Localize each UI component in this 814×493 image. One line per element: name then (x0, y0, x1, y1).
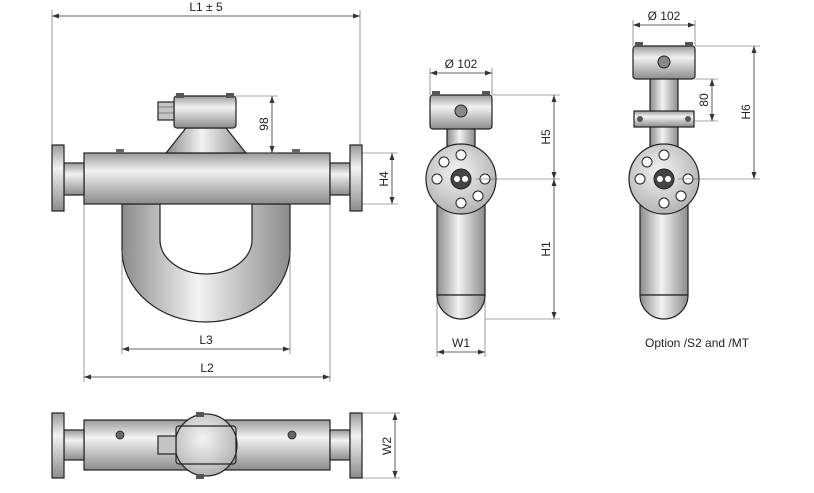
option-bore (653, 168, 675, 190)
side-view (425, 91, 497, 320)
top-bolt (115, 430, 125, 440)
dim-l3-label: L3 (199, 333, 213, 347)
top-housing (174, 413, 238, 477)
top-dimensions: W2 (362, 412, 400, 479)
sensor-body (83, 152, 331, 205)
option-caption: Option /S2 and /MT (645, 336, 750, 350)
housing-head (173, 95, 237, 129)
dim-h1-label: H1 (539, 241, 553, 257)
top-right-flange (349, 412, 363, 479)
right-pipe-stub (329, 162, 351, 196)
front-view (51, 93, 363, 323)
flange-bolt-hole (438, 156, 450, 168)
flange-bolt-hole (472, 190, 484, 202)
left-flange (51, 144, 65, 212)
dim-dia-option-label: Ø 102 (648, 9, 681, 23)
u-tube (121, 203, 291, 323)
flange-bolt-hole (455, 149, 467, 161)
dim-h6-label: H6 (739, 104, 753, 120)
option-tube-end (639, 294, 689, 320)
body-stud (292, 149, 300, 153)
dim-98-label: 98 (257, 117, 271, 131)
option-spacer-flange (633, 110, 695, 128)
dim-l2-label: L2 (200, 361, 214, 375)
cable-gland (157, 101, 175, 121)
body-stud (116, 149, 124, 153)
dim-w2-label: W2 (380, 437, 394, 455)
option-gland (657, 55, 671, 69)
side-gland (454, 104, 468, 118)
top-cap (196, 474, 204, 479)
flange-bolt-hole (431, 173, 443, 185)
dim-w1-label: W1 (452, 336, 470, 350)
top-cap (196, 412, 204, 417)
side-dimensions: Ø 102 H5 H1 W1 (429, 57, 560, 357)
top-view (51, 412, 363, 479)
flange-bolt-hole (455, 197, 467, 209)
top-left-flange (51, 412, 65, 479)
dim-h4-label: H4 (377, 171, 391, 187)
dim-dia-side-label: Ø 102 (445, 57, 478, 71)
top-cable-gland (157, 435, 177, 455)
top-right-stub (329, 429, 351, 461)
top-left-stub (63, 429, 85, 461)
flange-bore (450, 168, 472, 190)
dim-h5-label: H5 (539, 129, 553, 145)
left-pipe-stub (63, 162, 85, 196)
top-bolt (287, 430, 297, 440)
front-dimensions: L1 ± 5 98 H4 L3 L2 (51, 0, 398, 382)
right-flange (349, 144, 363, 212)
dim-80-label: 80 (697, 93, 711, 107)
side-tube-end (436, 294, 486, 320)
option-view (628, 42, 700, 320)
housing-cap (226, 93, 234, 98)
housing-cap (176, 93, 184, 98)
housing-neck (164, 127, 248, 154)
dim-l1-label: L1 ± 5 (189, 0, 223, 14)
option-dimensions: Ø 102 80 H6 Option /S2 and /MT (632, 9, 760, 350)
